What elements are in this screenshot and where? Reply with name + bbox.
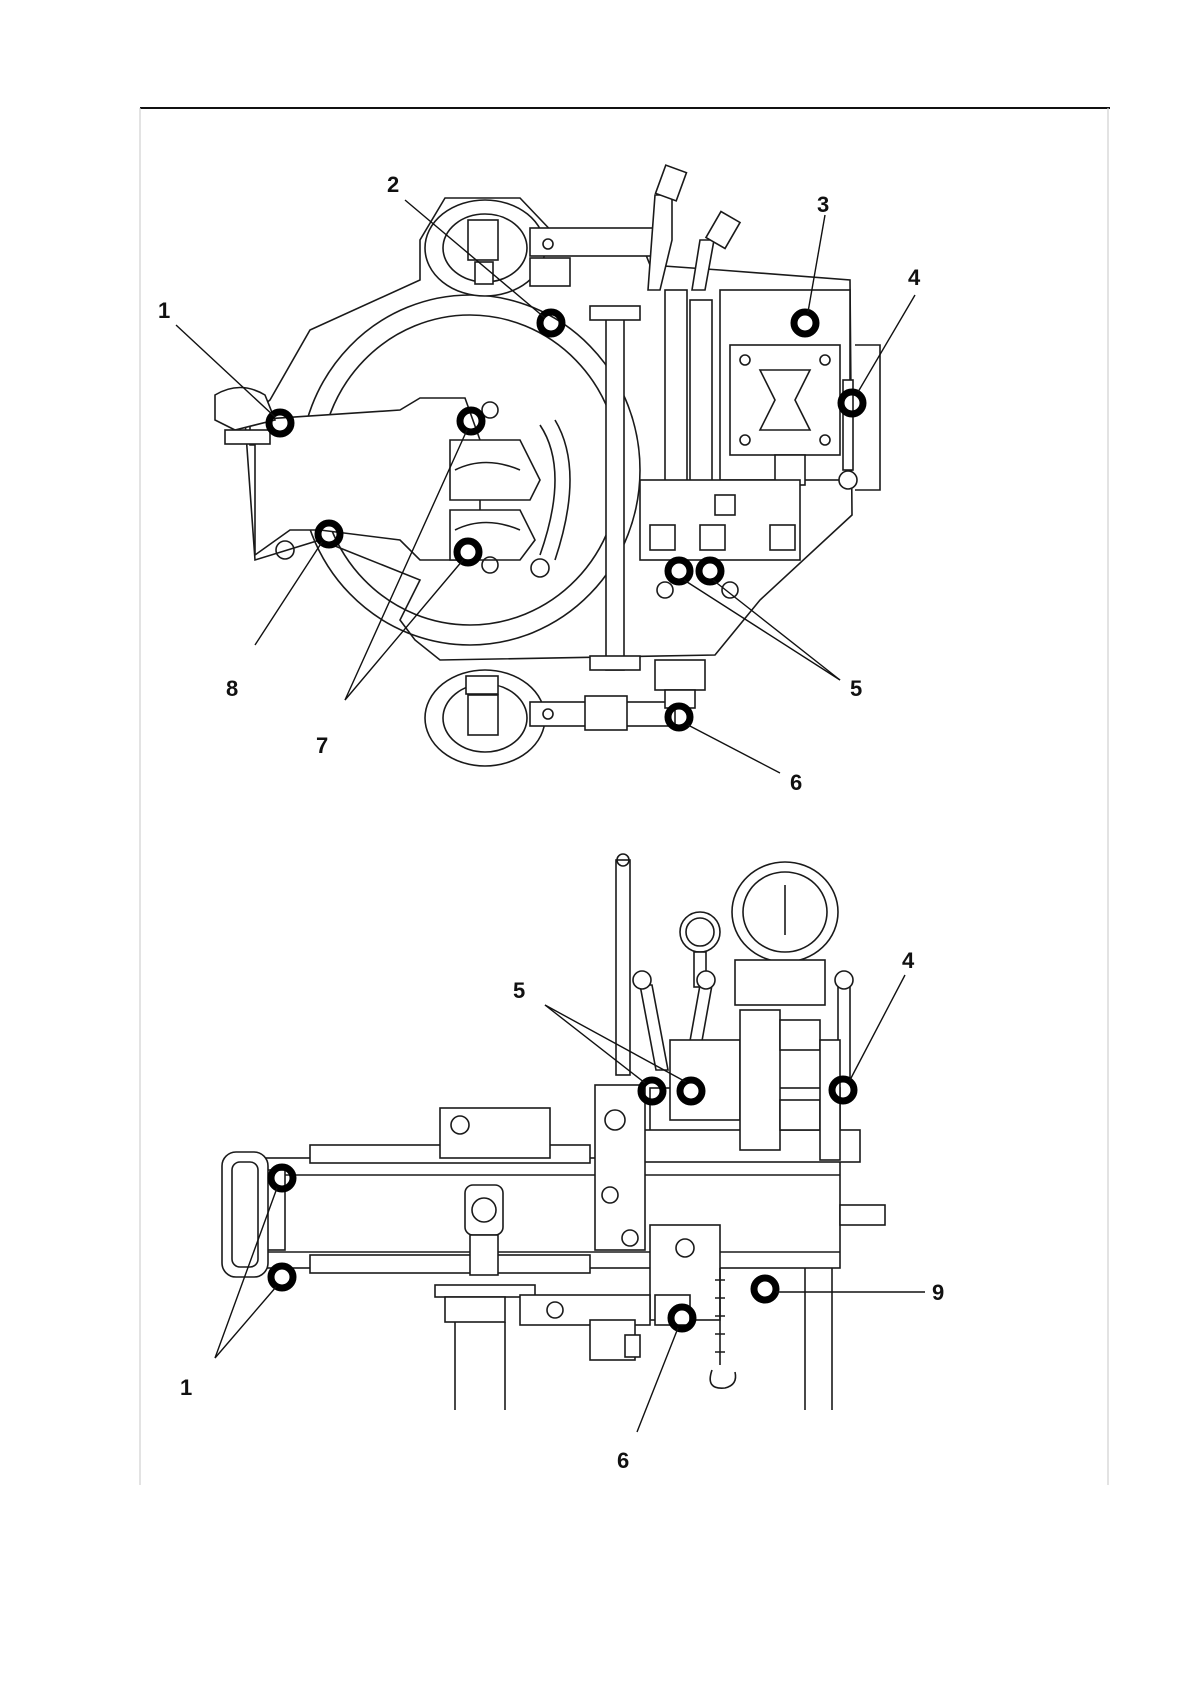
top-view <box>215 165 880 766</box>
side-view <box>222 854 885 1410</box>
callout-top-4: 4 <box>908 265 921 290</box>
lube-point-top-6 <box>668 706 690 728</box>
callout-side-4: 4 <box>902 948 915 973</box>
callout-top-2: 2 <box>387 172 399 197</box>
lube-point-side-1b <box>271 1266 293 1288</box>
callout-top-6: 6 <box>790 770 802 795</box>
callout-side-1: 1 <box>180 1375 192 1400</box>
callout-side-5: 5 <box>513 978 525 1003</box>
callout-top-8: 8 <box>226 676 238 701</box>
callout-side-6: 6 <box>617 1448 629 1473</box>
callout-top-7: 7 <box>316 733 328 758</box>
lube-point-side-4 <box>832 1079 854 1101</box>
callout-top-3: 3 <box>817 192 829 217</box>
lube-point-side-9 <box>754 1278 776 1300</box>
callout-top-1: 1 <box>158 298 170 323</box>
callout-side-9: 9 <box>932 1280 944 1305</box>
callout-top-5: 5 <box>850 676 862 701</box>
